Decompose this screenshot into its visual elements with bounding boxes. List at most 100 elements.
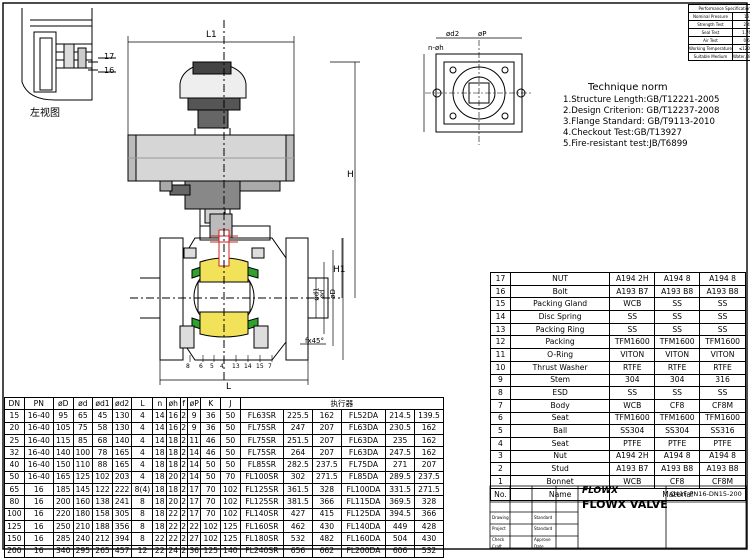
table-cell: 235 <box>386 434 415 446</box>
bom-cell: A193 B8 <box>700 463 746 476</box>
table-cell: 4 <box>132 434 153 446</box>
table-cell: 2 <box>180 422 187 434</box>
table-cell: 110 <box>73 459 93 471</box>
bom-cell: VITON <box>655 349 700 362</box>
table-cell: 237.5 <box>312 459 341 471</box>
table-cell: 20 <box>167 496 181 508</box>
table-cell: 271 <box>386 459 415 471</box>
table-cell: 95 <box>53 410 73 422</box>
table-cell: FL240SR <box>240 545 283 557</box>
performance-spec-table: Performance Specification Nominal Pressu… <box>688 4 750 61</box>
table-cell: 138 <box>93 496 113 508</box>
bom-cell: SS <box>655 298 700 311</box>
table-cell: 16 <box>24 533 53 545</box>
table-cell: 130 <box>112 410 132 422</box>
bom-cell: 16 <box>491 285 511 298</box>
role-project: Project <box>492 526 506 531</box>
table-cell: 2 <box>180 459 187 471</box>
bom-cell: CF8M <box>700 399 746 412</box>
spec-label: Strength Test <box>689 21 733 29</box>
bom-cell: ESD <box>510 387 609 400</box>
table-cell: 200 <box>5 545 25 557</box>
table-cell: 58 <box>93 422 113 434</box>
table-cell: 11 <box>187 434 201 446</box>
callout-13: 13 <box>232 363 240 370</box>
table-cell: 369.5 <box>386 496 415 508</box>
table-cell: 361.5 <box>284 484 313 496</box>
bom-cell: SS <box>700 323 746 336</box>
bom-cell: 15 <box>491 298 511 311</box>
table-cell: 50 <box>221 459 241 471</box>
bom-footer-no: No. <box>491 488 511 501</box>
table-cell: 122 <box>93 484 113 496</box>
table-cell: 185 <box>53 484 73 496</box>
table-cell: 70 <box>201 484 221 496</box>
table-cell: 70 <box>201 496 221 508</box>
table-cell: 18 <box>153 447 167 459</box>
table-cell: 282.5 <box>284 459 313 471</box>
table-cell: 16 <box>24 545 53 557</box>
table-cell: 2 <box>180 484 187 496</box>
table-cell: 18 <box>167 447 181 459</box>
bom-cell: PTFE <box>655 437 700 450</box>
table-cell: 427 <box>284 508 313 520</box>
table-cell: 88 <box>93 459 113 471</box>
bom-cell: Seat <box>510 437 609 450</box>
table-cell: 222 <box>112 484 132 496</box>
table-cell: 150 <box>5 533 25 545</box>
table-cell: 50 <box>221 434 241 446</box>
bom-cell: SS <box>610 323 655 336</box>
technique-norm-line-4: 4.Checkout Test:GB/T13927 <box>563 128 682 138</box>
dims-header-cell: øD <box>53 398 73 410</box>
table-cell: 18 <box>167 484 181 496</box>
spec-label: Working Temperature <box>689 45 733 53</box>
spec-value: 2.4 <box>732 21 750 29</box>
bom-cell: RTFE <box>655 361 700 374</box>
table-cell: 125 <box>221 520 241 532</box>
table-cell: FL200DA <box>341 545 385 557</box>
table-cell: 16 <box>167 422 181 434</box>
table-cell: 247 <box>284 422 313 434</box>
role-approve: Approve <box>534 537 551 542</box>
table-cell: 2 <box>180 520 187 532</box>
bom-cell: A193 B7 <box>610 463 655 476</box>
bom-cell: 1 <box>491 476 511 489</box>
table-cell: 40 <box>5 459 25 471</box>
table-cell: 265 <box>93 545 113 557</box>
actuator-header: 执行器 <box>240 398 443 410</box>
table-cell: 2 <box>180 545 187 557</box>
bom-cell: VITON <box>700 349 746 362</box>
table-cell: FL100SR <box>240 471 283 483</box>
role-standard: Standard <box>534 515 552 520</box>
table-cell: 12 <box>132 545 153 557</box>
table-cell: 17 <box>187 484 201 496</box>
dims-header-cell: J <box>221 398 241 410</box>
table-cell: FL75SR <box>240 434 283 446</box>
callout-6: 6 <box>199 363 203 370</box>
bom-cell: RTFE <box>700 361 746 374</box>
table-cell: 251.5 <box>284 434 313 446</box>
table-cell: 24 <box>167 545 181 557</box>
table-cell: 8(4) <box>132 484 153 496</box>
bom-cell: Packing <box>510 336 609 349</box>
table-cell: 2 <box>180 471 187 483</box>
table-cell: 68 <box>93 434 113 446</box>
bom-cell: SS304 <box>655 425 700 438</box>
table-cell: 16 <box>24 496 53 508</box>
dims-header-cell: ød <box>73 398 93 410</box>
table-cell: 50 <box>201 459 221 471</box>
table-cell: FL63DA <box>341 434 385 446</box>
bom-cell: A193 B8 <box>655 285 700 298</box>
table-cell: 102 <box>201 520 221 532</box>
table-cell: 102 <box>221 484 241 496</box>
callout-4: 4 <box>220 363 224 370</box>
table-cell: 18 <box>153 520 167 532</box>
bom-cell: 8 <box>491 387 511 400</box>
table-cell: 207 <box>312 434 341 446</box>
